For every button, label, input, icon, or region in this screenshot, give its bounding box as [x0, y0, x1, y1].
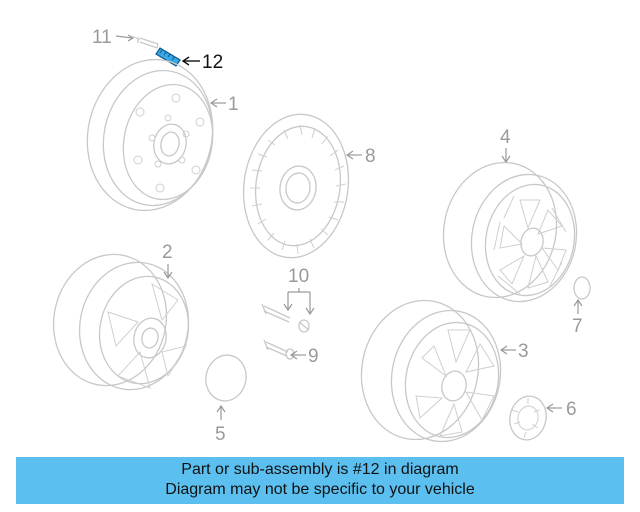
part-3-alloy-wheel [360, 299, 502, 443]
part-2-alloy-wheel [52, 253, 190, 391]
callout-9: 9 [289, 346, 319, 367]
part-12-valve-stem [155, 47, 181, 67]
part-5-center-cap [205, 354, 247, 402]
callout-1: 1 [209, 94, 239, 115]
part-1-steel-wheel [86, 58, 214, 212]
info-banner: Part or sub-assembly is #12 in diagram D… [16, 457, 624, 504]
part-10-lug-bolt-nut [261, 303, 310, 333]
svg-text:8: 8 [365, 146, 376, 167]
svg-text:5: 5 [215, 424, 226, 445]
callout-8: 8 [345, 146, 376, 167]
callout-12: 12 [181, 52, 223, 73]
callout-5: 5 [215, 404, 226, 445]
part-7-center-cap [573, 276, 591, 300]
svg-text:4: 4 [500, 127, 511, 148]
callout-6: 6 [545, 399, 577, 420]
svg-text:6: 6 [566, 399, 577, 420]
svg-text:2: 2 [162, 242, 173, 263]
svg-text:3: 3 [518, 341, 529, 362]
banner-line-1: Part or sub-assembly is #12 in diagram [181, 461, 459, 478]
part-6-emblem-cap [509, 395, 547, 441]
svg-text:9: 9 [308, 346, 319, 367]
svg-text:10: 10 [288, 266, 309, 287]
svg-text:7: 7 [572, 316, 583, 337]
banner-line-2: Diagram may not be specific to your vehi… [165, 481, 475, 498]
part-4-alloy-wheel [442, 161, 578, 303]
part-11-bolt [131, 35, 159, 49]
part-8-wheel-cover [242, 113, 350, 259]
callout-3: 3 [499, 341, 529, 362]
callout-11: 11 [92, 27, 135, 48]
svg-text:1: 1 [228, 94, 239, 115]
callout-2: 2 [162, 242, 173, 280]
part-9-lug-bolt [263, 339, 295, 360]
callout-7: 7 [572, 298, 583, 337]
svg-text:12: 12 [202, 52, 223, 73]
callout-4: 4 [500, 127, 511, 164]
svg-text:11: 11 [92, 27, 112, 48]
callout-10: 10 [283, 266, 315, 316]
